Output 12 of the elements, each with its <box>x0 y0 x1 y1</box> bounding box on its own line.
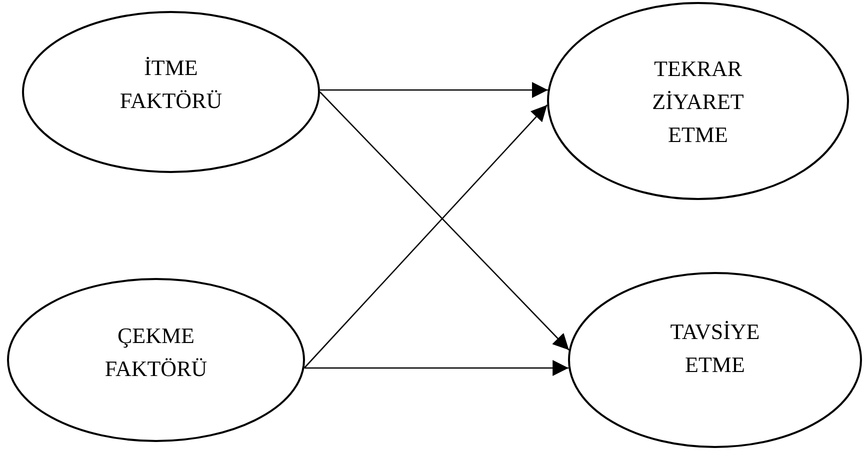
ellipse-node <box>568 272 862 448</box>
ellipse-node <box>22 11 320 173</box>
node-label: İTME FAKTÖRÜ <box>118 54 224 115</box>
arrow <box>304 360 569 376</box>
arrow <box>320 82 548 98</box>
arrow <box>304 104 548 368</box>
node-label: ÇEKME FAKTÖRÜ <box>104 322 208 383</box>
node-label: TEKRAR ZİYARET ETME <box>651 54 745 148</box>
arrow <box>320 92 570 350</box>
ellipse-node <box>547 2 849 200</box>
ellipse-node <box>7 278 305 442</box>
node-label: TAVSİYE ETME <box>669 318 761 379</box>
